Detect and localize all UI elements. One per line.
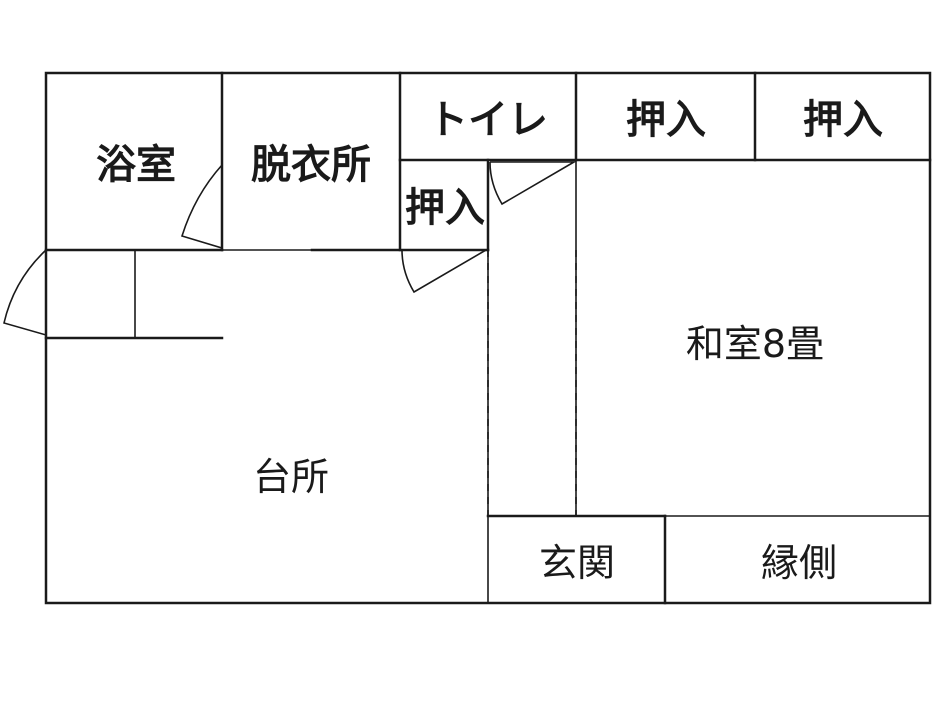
label-japanese-room: 和室8畳 [686, 322, 824, 366]
door-toilet [489, 161, 577, 206]
label-toilet: トイレ [428, 97, 548, 143]
label-closet-small: 押入 [405, 185, 485, 231]
label-closet-top-1: 押入 [626, 97, 706, 143]
label-entrance: 玄関 [539, 541, 615, 585]
door-left-exterior [3, 249, 47, 337]
label-veranda: 縁側 [761, 541, 837, 585]
label-dressing-room: 脱衣所 [251, 142, 371, 188]
door-dressing-hall [401, 249, 489, 294]
label-bathroom: 浴室 [96, 142, 176, 188]
label-closet-top-2: 押入 [803, 97, 883, 143]
label-kitchen: 台所 [253, 455, 329, 499]
door-bath-dressing [180, 164, 223, 250]
